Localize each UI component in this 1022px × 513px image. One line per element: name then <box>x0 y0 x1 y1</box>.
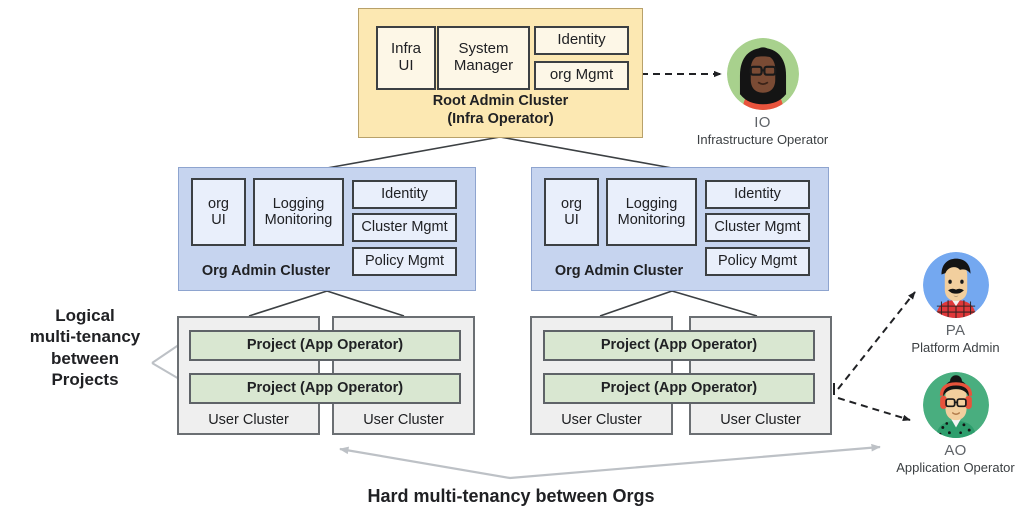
annotation-hard-multitenancy: Hard multi-tenancy between Orgs <box>367 486 655 506</box>
org-right-user-cluster-1-label: User Cluster <box>561 412 642 428</box>
persona-ao-abbr: AO <box>944 442 967 459</box>
root-component-infra-ui-label: Infra UI <box>390 40 421 74</box>
persona-pa-abbr: PA <box>945 322 966 339</box>
persona-pa-avatar <box>922 252 989 318</box>
root-component-system-manager[interactable]: System Manager <box>437 26 530 90</box>
persona-ao-role: Application Operator <box>896 460 1015 475</box>
org-right-project-1[interactable]: Project (App Operator) <box>543 330 815 361</box>
connector-orgright-to-userclusters <box>599 290 758 317</box>
org-left-project-2[interactable]: Project (App Operator) <box>189 373 461 404</box>
org-admin-cluster-right-caption: Org Admin Cluster <box>554 263 684 279</box>
org-left-component-policy-mgmt[interactable]: Policy Mgmt <box>352 247 457 276</box>
persona-ao[interactable]: AO Application Operator <box>888 372 1022 475</box>
org-right-project-2[interactable]: Project (App Operator) <box>543 373 815 404</box>
org-right-component-org-ui[interactable]: org UI <box>544 178 599 246</box>
org-right-component-logging-monitoring[interactable]: Logging Monitoring <box>606 178 697 246</box>
org-left-user-cluster-1-label: User Cluster <box>208 412 289 428</box>
annotation-line-4: Projects <box>51 370 119 390</box>
persona-pa-role: Platform Admin <box>911 340 1000 355</box>
persona-pa[interactable]: PA Platform Admin <box>888 252 1022 355</box>
persona-io-avatar <box>726 38 799 110</box>
annotation-logical-multitenancy: Logical multi-tenancy between Projects <box>20 305 150 391</box>
root-admin-cluster-caption: Root Admin Cluster (Infra Operator) <box>358 92 643 128</box>
annotation-line-1: Logical <box>55 306 115 325</box>
root-component-org-mgmt[interactable]: org Mgmt <box>534 61 629 90</box>
org-right-component-policy-mgmt[interactable]: Policy Mgmt <box>705 247 810 276</box>
root-component-infra-ui[interactable]: Infra UI <box>376 26 436 90</box>
org-left-component-cluster-mgmt[interactable]: Cluster Mgmt <box>352 213 457 242</box>
persona-ao-avatar <box>922 372 989 438</box>
persona-io-abbr: IO <box>754 114 771 131</box>
root-caption-line2: (Infra Operator) <box>447 111 554 128</box>
org-left-component-org-ui[interactable]: org UI <box>191 178 246 246</box>
org-left-project-1[interactable]: Project (App Operator) <box>189 330 461 361</box>
org-right-component-identity[interactable]: Identity <box>705 180 810 209</box>
org-right-user-cluster-2-label: User Cluster <box>720 412 801 428</box>
annotation-line-2: multi-tenancy <box>29 327 141 347</box>
org-right-component-cluster-mgmt[interactable]: Cluster Mgmt <box>705 213 810 242</box>
annotation-line-3: between <box>50 348 120 368</box>
org-left-component-logging-monitoring-label: Logging Monitoring <box>264 195 333 228</box>
persona-io[interactable]: IO Infrastructure Operator <box>690 38 835 147</box>
org-right-component-org-ui-label: org UI <box>561 195 582 228</box>
annotation-arrow-hard-multitenancy <box>339 443 881 480</box>
root-component-identity[interactable]: Identity <box>534 26 629 55</box>
connector-orgleft-to-userclusters <box>248 290 405 317</box>
org-left-component-org-ui-label: org UI <box>208 195 229 228</box>
org-right-component-logging-monitoring-label: Logging Monitoring <box>617 195 686 228</box>
connector-root-to-orgs <box>326 136 673 169</box>
org-admin-cluster-left-caption: Org Admin Cluster <box>201 263 331 279</box>
root-caption-line1: Root Admin Cluster <box>432 93 569 109</box>
persona-io-role: Infrastructure Operator <box>696 132 829 147</box>
org-left-component-logging-monitoring[interactable]: Logging Monitoring <box>253 178 344 246</box>
root-component-system-manager-label: System Manager <box>453 40 514 74</box>
org-left-component-identity[interactable]: Identity <box>352 180 457 209</box>
org-left-user-cluster-2-label: User Cluster <box>363 412 444 428</box>
